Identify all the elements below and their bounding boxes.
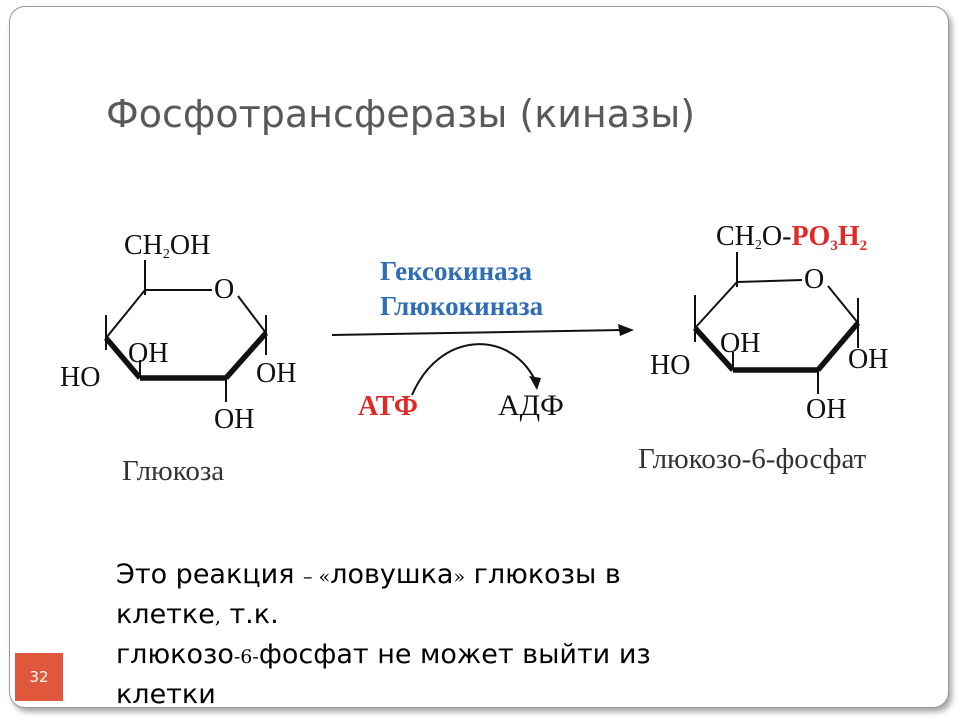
caption-line-2: клетке, т.к. (116, 599, 279, 630)
atp-label: АТФ (358, 391, 418, 422)
glucose-6-phosphate-structure: CH2O-PO3H2 O HO OH OH OH Глюкозо-6-фосфа… (638, 221, 888, 475)
caption-line-3: глюкозо-6-фосфат не может выйти из (116, 639, 651, 670)
slide-number-badge: 32 (15, 653, 63, 701)
g6p-ring-oxygen: O (804, 264, 824, 295)
glucose-ho: HO (60, 362, 100, 393)
phosphate-group: PO (791, 221, 830, 252)
caption-line-4: клетки (116, 679, 216, 710)
enzyme-hexokinase: Гексокиназа (380, 256, 532, 286)
g6p-ho: HO (650, 350, 690, 381)
caption-text: Это реакция – «ловушка» глюкозы в клетке… (116, 556, 796, 713)
caption-line-1: Это реакция – «ловушка» глюкозы в (116, 559, 621, 590)
slide-title: Фосфотрансферазы (киназы) (106, 92, 696, 136)
g6p-oh-right: OH (848, 344, 888, 375)
main-arrow-head (618, 324, 634, 336)
glucose-ring-upper-left (105, 289, 146, 339)
main-arrow-line (331, 329, 623, 336)
adp-label: АДФ (498, 389, 564, 422)
enzyme-glucokinase: Глюкокиназа (380, 291, 544, 321)
g6p-ring-lower-right (815, 321, 861, 372)
glucose-ch2oh: CH2OH (124, 230, 210, 262)
g6p-name: Глюкозо-6-фосфат (638, 443, 867, 475)
glucose-oh-inner: OH (128, 338, 168, 369)
g6p-ring-top (736, 279, 803, 283)
glucose-name: Глюкоза (122, 455, 224, 487)
glucose-ring-lower-left (103, 336, 143, 380)
reaction-arrow: Гексокиназа Глюкокиназа АТФ АДФ (331, 256, 634, 422)
reaction-diagram: CH2OH O HO OH OH OH Глюкоза Гексокиназа … (60, 221, 888, 487)
atp-adp-arrow-head (529, 376, 541, 390)
glucose-ring-lower-right (223, 331, 269, 380)
g6p-ring-upper-left (694, 281, 738, 329)
slide-frame (9, 6, 949, 708)
glucose-structure: CH2OH O HO OH OH OH Глюкоза (60, 230, 296, 487)
glucose-oh-bottom: OH (214, 404, 254, 435)
glucose-ring-oxygen: O (214, 274, 234, 305)
glucose-oh-right: OH (256, 358, 296, 389)
g6p-ring-o-right (827, 285, 859, 324)
g6p-ch2o-po3h2: CH2O-PO3H2 (716, 221, 867, 254)
g6p-oh-inner: OH (720, 328, 760, 359)
slide-number: 32 (29, 668, 49, 686)
g6p-ring-lower-left (692, 326, 736, 372)
g6p-oh-bottom: OH (806, 394, 846, 425)
glucose-ring-o-right (237, 295, 267, 334)
atp-adp-curve (411, 343, 536, 396)
